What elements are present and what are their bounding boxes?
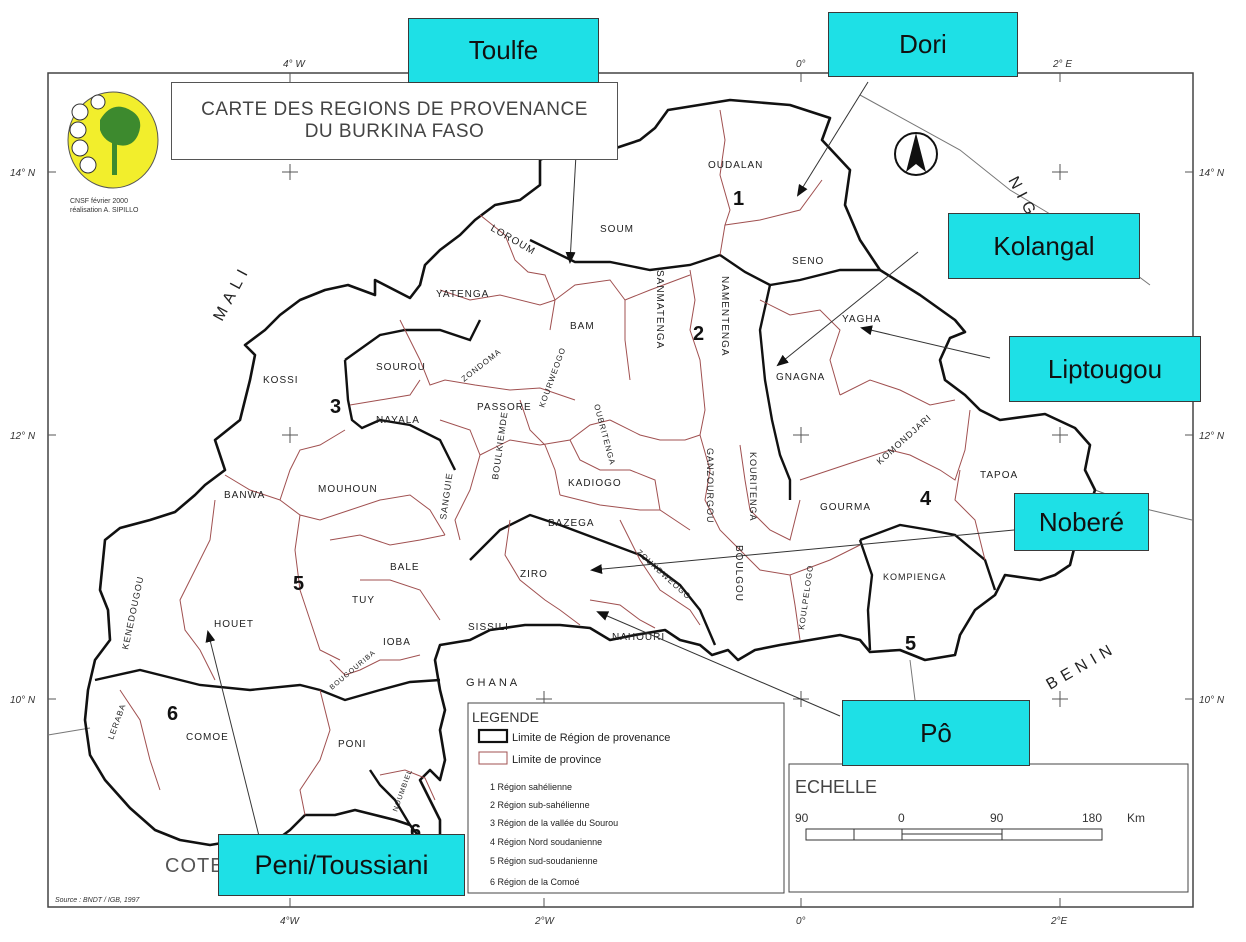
province-label: SENO bbox=[792, 256, 824, 267]
province-label: YATENGA bbox=[436, 289, 489, 300]
province-label: GANZOURGOU bbox=[705, 448, 715, 524]
legend-item: 4 Région Nord soudanienne bbox=[490, 837, 602, 847]
legend-item: 1 Région sahélienne bbox=[490, 782, 572, 792]
region-number: 3 bbox=[330, 396, 341, 418]
province-label: NAYALA bbox=[376, 415, 420, 426]
callout-peni-toussiani: Peni/Toussiani bbox=[218, 834, 465, 896]
lon-label-top: 4° W bbox=[283, 59, 306, 70]
province-label: SOUROU bbox=[376, 362, 426, 373]
province-label: BOULGOU bbox=[733, 545, 744, 602]
province-label: BALE bbox=[390, 562, 420, 573]
region-number: 6 bbox=[167, 703, 178, 725]
province-label: KOSSI bbox=[263, 375, 299, 386]
map-title-line: CARTE DES REGIONS DE PROVENANCE bbox=[201, 99, 588, 120]
country-label-ghana: GHANA bbox=[466, 677, 520, 689]
scale-tick: 180 bbox=[1082, 811, 1102, 825]
province-label: KOURITENGA bbox=[748, 452, 758, 522]
source-text: Source : BNDT / IGB, 1997 bbox=[55, 897, 141, 904]
province-label: OUDALAN bbox=[708, 160, 763, 171]
region-number: 4 bbox=[920, 488, 932, 510]
scale-tick: 0 bbox=[898, 811, 905, 825]
province-label: BANWA bbox=[224, 490, 265, 501]
scale-unit: Km bbox=[1127, 811, 1145, 825]
legend: LEGENDE Limite de Région de provenance L… bbox=[467, 702, 785, 894]
region-number: 5 bbox=[905, 633, 916, 655]
lat-label-left: 14° N bbox=[10, 168, 36, 179]
legend-item: 2 Région sub-sahélienne bbox=[490, 800, 590, 810]
cnsf-logo bbox=[67, 91, 159, 189]
credit-line: CNSF février 2000 bbox=[70, 198, 128, 205]
scale-tick: 90 bbox=[990, 811, 1004, 825]
province-label: SISSILI bbox=[468, 622, 509, 633]
lon-label-top: 0° bbox=[796, 59, 806, 70]
legend-item: 5 Région sud-soudanienne bbox=[490, 856, 598, 866]
legend-province-limit: Limite de province bbox=[512, 754, 601, 766]
province-label: COMOE bbox=[186, 732, 229, 743]
scale-bar: ECHELLE 90 0 90 180 Km bbox=[788, 763, 1189, 893]
region-number: 5 bbox=[293, 573, 304, 595]
lon-label-top: 2° E bbox=[1052, 59, 1072, 70]
country-outline bbox=[83, 98, 1097, 847]
lat-label-left: 12° N bbox=[10, 431, 36, 442]
map-title-box: CARTE DES REGIONS DE PROVENANCE DU BURKI… bbox=[171, 82, 618, 160]
province-label: SOUM bbox=[600, 224, 634, 235]
province-label: YAGHA bbox=[842, 314, 881, 325]
province-label: PONI bbox=[338, 739, 366, 750]
country-label-cote: COTE bbox=[165, 855, 225, 877]
scale-title: ECHELLE bbox=[795, 777, 877, 797]
map-title-line: DU BURKINA FASO bbox=[304, 121, 485, 142]
region-number: 1 bbox=[733, 188, 744, 210]
province-label: ZIRO bbox=[520, 569, 548, 580]
lat-label-right: 14° N bbox=[1199, 168, 1225, 179]
callout-arrows bbox=[205, 64, 1015, 841]
province-label: KOMPIENGA bbox=[883, 572, 947, 582]
province-label: NAMENTENGA bbox=[719, 276, 730, 357]
province-label: HOUET bbox=[214, 619, 254, 630]
lat-label-right: 10° N bbox=[1199, 695, 1225, 706]
province-label: NAHOURI bbox=[612, 632, 665, 643]
callout-dori: Dori bbox=[828, 12, 1018, 77]
lat-label-left: 10° N bbox=[10, 695, 36, 706]
callout-nobere: Noberé bbox=[1014, 493, 1149, 551]
lon-label-bottom: 0° bbox=[796, 916, 806, 927]
province-label: GOURMA bbox=[820, 502, 871, 513]
north-arrow-icon bbox=[894, 132, 938, 176]
legend-title: LEGENDE bbox=[472, 709, 539, 725]
province-label: KADIOGO bbox=[568, 478, 622, 489]
province-label: GNAGNA bbox=[776, 372, 825, 383]
province-label: SANMATENGA bbox=[654, 270, 665, 349]
province-label: PASSORE bbox=[477, 402, 532, 413]
lon-label-bottom: 4°W bbox=[280, 916, 301, 927]
province-label: TAPOA bbox=[980, 470, 1018, 481]
lon-label-bottom: 2°W bbox=[534, 916, 556, 927]
province-label: BAM bbox=[570, 321, 595, 332]
callout-kolangal: Kolangal bbox=[948, 213, 1140, 279]
lat-label-right: 12° N bbox=[1199, 431, 1225, 442]
scale-tick: 90 bbox=[795, 811, 809, 825]
province-label: MOUHOUN bbox=[318, 484, 378, 495]
province-label: IOBA bbox=[383, 637, 411, 648]
province-label: TUY bbox=[352, 595, 375, 606]
region-number: 6 bbox=[410, 821, 421, 843]
province-limits bbox=[119, 109, 986, 816]
callout-po: Pô bbox=[842, 700, 1030, 766]
credit-line: réalisation A. SIPILLO bbox=[70, 207, 139, 214]
callout-toulfe: Toulfe bbox=[408, 18, 599, 83]
province-label: BAZEGA bbox=[548, 518, 595, 529]
legend-item: 3 Région de la vallée du Sourou bbox=[490, 818, 618, 828]
legend-region-limit: Limite de Région de provenance bbox=[512, 732, 670, 744]
legend-item: 6 Région de la Comoé bbox=[490, 877, 580, 887]
graticule bbox=[48, 73, 1193, 907]
callout-liptougou: Liptougou bbox=[1009, 336, 1201, 402]
region-number: 2 bbox=[693, 323, 704, 345]
lon-label-bottom: 2°E bbox=[1050, 916, 1068, 927]
